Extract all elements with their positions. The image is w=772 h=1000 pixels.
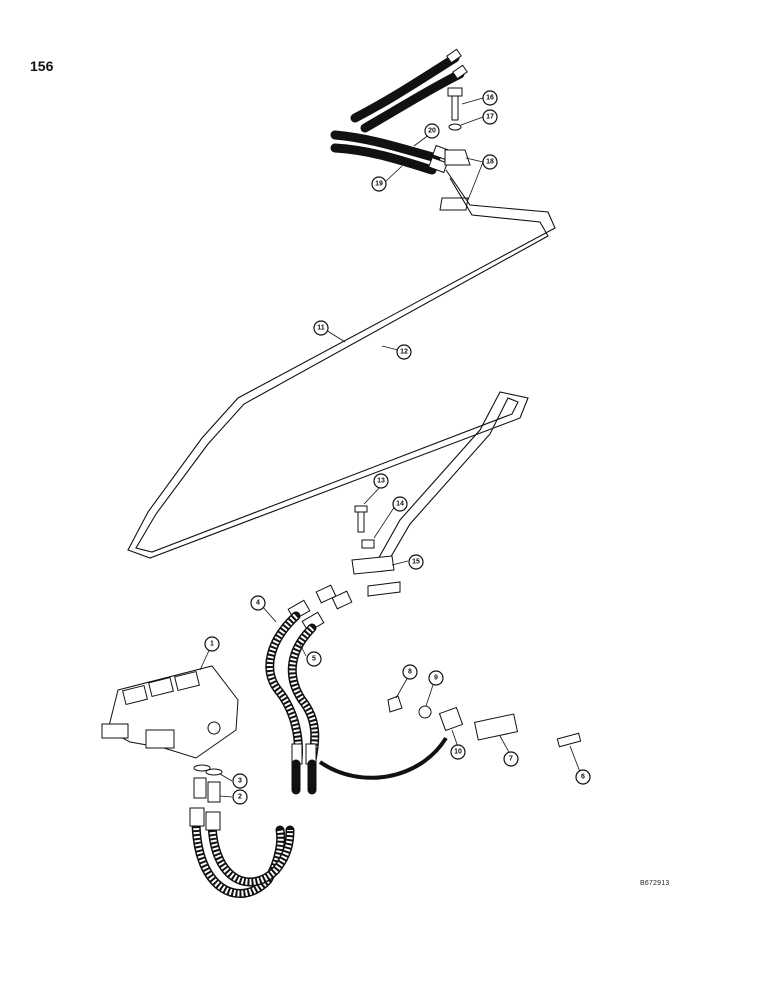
callout-label: 11 [317, 325, 325, 332]
tube-end-fittings [287, 584, 353, 633]
callout-12: 12 [396, 344, 412, 360]
clamp-upper-half [444, 149, 471, 166]
callout-label: 2 [238, 794, 242, 801]
callout-10: 10 [450, 744, 466, 760]
callout-label: 7 [509, 756, 513, 763]
hose-coupling [189, 807, 205, 827]
callout-11: 11 [313, 320, 329, 336]
callout-5: 5 [306, 651, 322, 667]
callout-2: 2 [232, 789, 248, 805]
callout-9: 9 [428, 670, 444, 686]
clamp-lower-half [439, 197, 469, 211]
bolt [357, 509, 365, 533]
callout-label: 4 [256, 600, 260, 607]
bracket [473, 713, 519, 741]
callout-label: 9 [434, 675, 438, 682]
callout-15: 15 [408, 554, 424, 570]
callout-3: 3 [232, 773, 248, 789]
bolt-head [354, 505, 368, 513]
callout-label: 16 [486, 95, 494, 102]
callout-16: 16 [482, 90, 498, 106]
steel-tubes [127, 169, 556, 573]
callout-label: 15 [412, 559, 420, 566]
o-ring [193, 764, 211, 772]
o-ring [205, 768, 223, 776]
callout-20: 20 [424, 123, 440, 139]
drawing-code: B672913 [640, 880, 670, 887]
callout-label: 10 [454, 749, 462, 756]
control-valve [101, 665, 239, 759]
callout-label: 13 [377, 478, 385, 485]
callout-label: 18 [486, 159, 494, 166]
leader-lines [199, 97, 581, 798]
callout-label: 6 [581, 774, 585, 781]
nut [361, 539, 375, 549]
callout-label: 12 [400, 349, 408, 356]
plug [387, 695, 403, 713]
callout-17: 17 [482, 109, 498, 125]
bolt-head [447, 87, 463, 97]
lock-washer [448, 123, 462, 131]
cap-screw [556, 732, 582, 748]
hose-coupling [205, 811, 221, 831]
callout-label: 3 [238, 778, 242, 785]
callout-1: 1 [204, 636, 220, 652]
upper-clamp-assembly [439, 87, 471, 211]
hose-fitting [452, 64, 468, 80]
callout-19: 19 [371, 176, 387, 192]
bolt [451, 93, 459, 121]
page-number: 156 [30, 58, 54, 74]
callout-4: 4 [250, 595, 266, 611]
callout-label: 19 [375, 181, 383, 188]
cap [438, 706, 464, 732]
hose-fitting [446, 48, 462, 64]
lower-clamp-assembly [351, 505, 401, 597]
plug-assembly [387, 695, 582, 748]
adapter-fitting [207, 781, 221, 803]
flexible-hoses [191, 611, 320, 898]
callout-label: 20 [428, 128, 436, 135]
callout-14: 14 [392, 496, 408, 512]
callout-label: 8 [408, 669, 412, 676]
valve-port-fittings [189, 764, 223, 831]
washer [418, 705, 432, 719]
hose-fitting [315, 584, 337, 604]
hose-fitting [428, 156, 448, 174]
upper-hoses [330, 48, 468, 175]
callout-8: 8 [402, 664, 418, 680]
callout-label: 14 [396, 501, 404, 508]
adapter-fitting [193, 777, 207, 799]
clamp-upper-half [351, 555, 395, 575]
callout-label: 5 [312, 656, 316, 663]
callout-label: 17 [486, 114, 494, 121]
callout-7: 7 [503, 751, 519, 767]
callout-13: 13 [373, 473, 389, 489]
hose-fitting [331, 590, 353, 610]
callout-6: 6 [575, 769, 591, 785]
clamp-lower-half [367, 581, 401, 597]
callout-18: 18 [482, 154, 498, 170]
callout-label: 1 [210, 641, 214, 648]
connector-arc [318, 736, 448, 780]
